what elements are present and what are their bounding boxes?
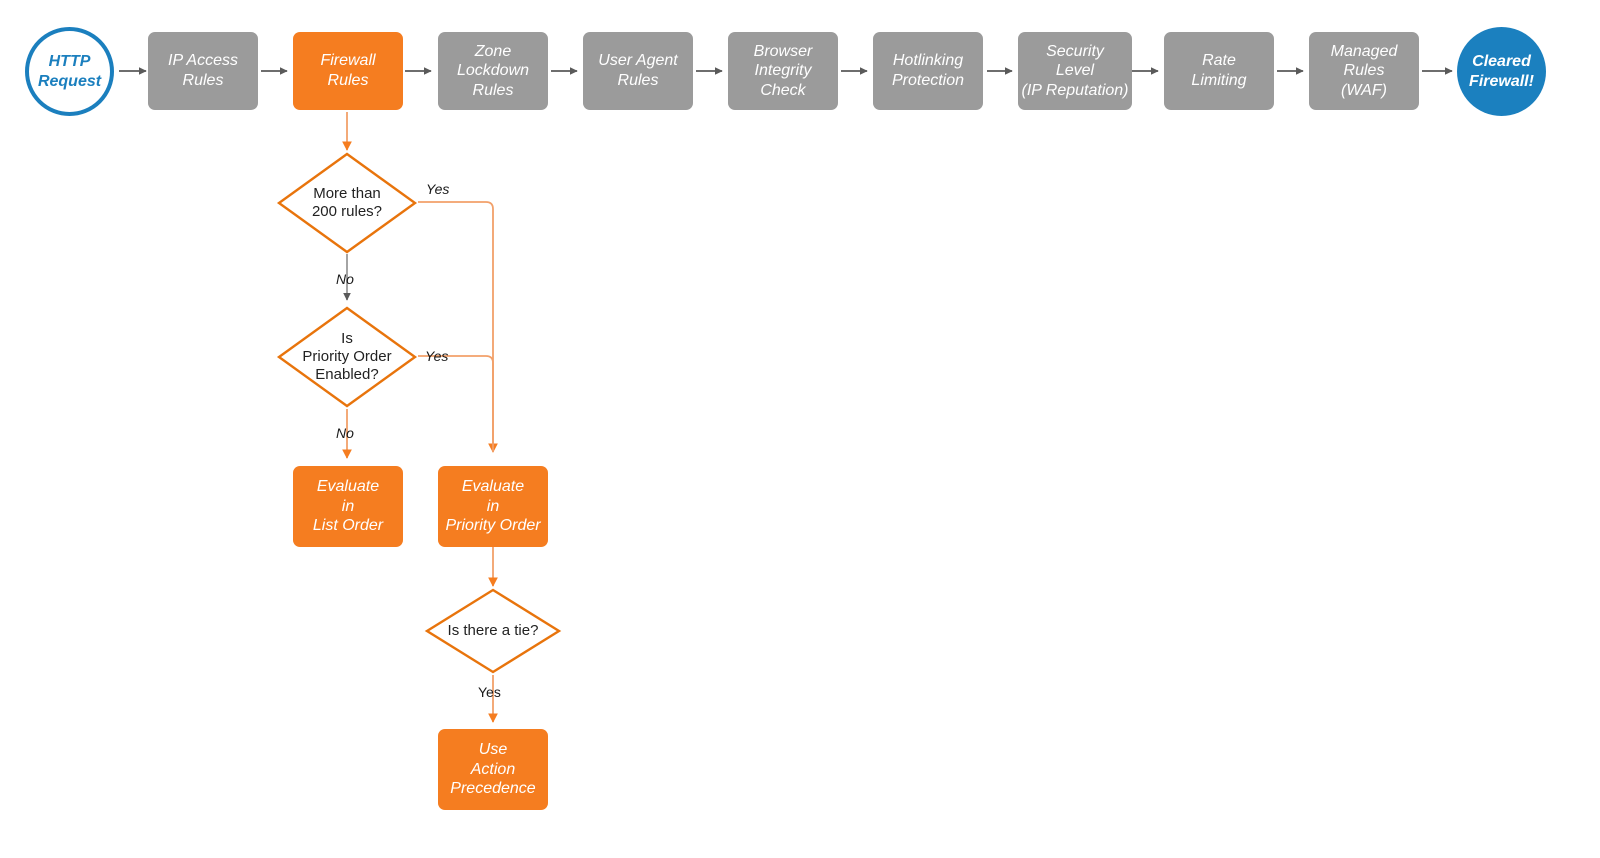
- node-zone-lockdown-rules-label: Zone Lockdown Rules: [456, 42, 530, 99]
- diamond-shape: [276, 306, 418, 408]
- node-managed-rules-waf[interactable]: Managed Rules (WAF): [1309, 32, 1419, 110]
- node-ip-access-rules[interactable]: IP Access Rules: [148, 32, 258, 110]
- node-is-priority-order-enabled-label: Is Priority Order Enabled?: [302, 329, 392, 384]
- node-rate-limiting-label: Rate Limiting: [1191, 52, 1247, 89]
- diamond-shape: [276, 152, 418, 254]
- node-evaluate-in-list-order[interactable]: Evaluate in List Order: [293, 466, 403, 547]
- node-security-level[interactable]: Security Level (IP Reputation): [1018, 32, 1132, 110]
- edge-rulecount-yes: [418, 201, 498, 453]
- node-rate-limiting[interactable]: Rate Limiting: [1164, 32, 1274, 110]
- node-is-there-a-tie-label: Is there a tie?: [447, 621, 539, 639]
- node-browser-integrity-check-label: Browser Integrity Check: [753, 42, 813, 99]
- edge-label-tie-yes: Yes: [478, 684, 501, 700]
- diamond-shape: [424, 588, 562, 674]
- edge-label-rules-yes: Yes: [426, 181, 450, 197]
- node-http-request-label: HTTP Request: [37, 52, 102, 90]
- node-evaluate-in-list-order-label: Evaluate in List Order: [312, 478, 384, 535]
- node-firewall-rules[interactable]: Firewall Rules: [293, 32, 403, 110]
- node-more-than-200-rules-label: More than 200 rules?: [311, 184, 383, 220]
- node-security-level-label: Security Level (IP Reputation): [1021, 42, 1129, 99]
- node-user-agent-rules[interactable]: User Agent Rules: [583, 32, 693, 110]
- node-firewall-rules-label: Firewall Rules: [320, 52, 376, 89]
- node-more-than-200-rules[interactable]: More than 200 rules?: [276, 151, 418, 255]
- node-hotlinking-protection[interactable]: Hotlinking Protection: [873, 32, 983, 110]
- node-cleared-firewall-label: Cleared Firewall!: [1469, 52, 1534, 90]
- node-browser-integrity-check[interactable]: Browser Integrity Check: [728, 32, 838, 110]
- node-cleared-firewall[interactable]: Cleared Firewall!: [1457, 27, 1546, 116]
- node-is-priority-order-enabled[interactable]: Is Priority Order Enabled?: [276, 305, 418, 409]
- node-is-there-a-tie[interactable]: Is there a tie?: [424, 587, 562, 675]
- node-evaluate-in-priority-order-label: Evaluate in Priority Order: [445, 478, 541, 535]
- node-hotlinking-protection-label: Hotlinking Protection: [891, 52, 965, 89]
- node-use-action-precedence[interactable]: Use Action Precedence: [438, 729, 548, 810]
- node-evaluate-in-priority-order[interactable]: Evaluate in Priority Order: [438, 466, 548, 547]
- node-zone-lockdown-rules[interactable]: Zone Lockdown Rules: [438, 32, 548, 110]
- edge-label-priority-no: No: [336, 425, 354, 441]
- node-managed-rules-waf-label: Managed Rules (WAF): [1330, 42, 1398, 99]
- node-ip-access-rules-label: IP Access Rules: [168, 52, 238, 89]
- edge-label-rules-no: No: [336, 271, 354, 287]
- edge-priority-yes: [418, 355, 494, 452]
- node-http-request[interactable]: HTTP Request: [25, 27, 114, 116]
- edge-label-priority-yes: Yes: [425, 348, 449, 364]
- node-use-action-precedence-label: Use Action Precedence: [450, 741, 536, 798]
- node-user-agent-rules-label: User Agent Rules: [598, 52, 678, 89]
